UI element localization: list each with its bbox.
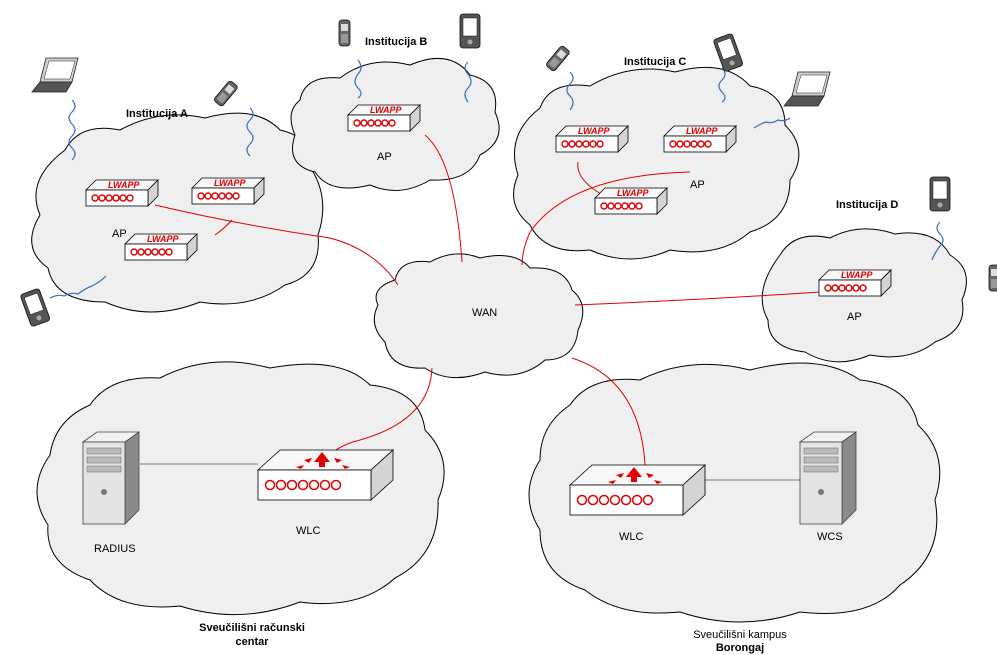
wireless-link [753, 117, 791, 129]
label-ap-d: AP [847, 311, 862, 323]
wireless-link [566, 71, 574, 111]
label-kampus-line2: Borongaj [716, 642, 764, 654]
label-ap-c: AP [690, 179, 705, 191]
label-institucija-c: Institucija C [624, 56, 686, 68]
wireless-link [931, 221, 944, 261]
cloud-wan [373, 253, 584, 379]
link-wan-srce [329, 367, 433, 456]
label-wlc-srce: WLC [296, 525, 321, 537]
svg-text:LWAPP: LWAPP [617, 188, 650, 198]
label-institucija-a: Institucija A [126, 108, 188, 120]
ap-device: LWAPP [191, 177, 265, 205]
label-ap-a: AP [112, 228, 127, 240]
label-srce-line1: Sveučilišni računski [199, 622, 305, 634]
wireless-link [246, 107, 254, 157]
phone-icon [544, 44, 571, 73]
svg-text:LWAPP: LWAPP [841, 270, 874, 280]
wlc-device [569, 464, 706, 516]
label-kampus-line1: Sveučilišni kampus [693, 629, 787, 641]
link-inst-a-internal [214, 219, 233, 236]
wireless-link [354, 59, 362, 99]
ap-device: LWAPP [594, 187, 668, 215]
ap-device: LWAPP [85, 179, 159, 207]
link-inst-c-wan [521, 171, 691, 266]
ap-device: LWAPP [663, 125, 737, 153]
phone-icon [212, 79, 239, 108]
svg-text:LWAPP: LWAPP [147, 234, 180, 244]
cloud-kampus [528, 362, 941, 623]
wireless-link [718, 67, 726, 103]
ap-device: LWAPP [818, 269, 892, 297]
ap-device: LWAPP [347, 104, 421, 132]
svg-text:LWAPP: LWAPP [108, 180, 141, 190]
link-inst-d-wan [574, 291, 821, 306]
link-inst-b-wan [424, 134, 463, 263]
pda-icon [459, 13, 481, 49]
svg-text:LWAPP: LWAPP [578, 126, 611, 136]
cloud-srce [36, 361, 445, 616]
wireless-link [464, 61, 472, 103]
phone-icon [988, 264, 997, 292]
svg-text:LWAPP: LWAPP [370, 105, 403, 115]
label-institucija-d: Institucija D [836, 199, 898, 211]
pda-icon [712, 32, 744, 73]
radius-server-icon [82, 431, 140, 525]
pda-icon [929, 176, 951, 212]
pda-icon [19, 287, 51, 328]
svg-text:LWAPP: LWAPP [214, 178, 247, 188]
ap-device: LWAPP [124, 233, 198, 261]
label-institucija-b: Institucija B [365, 36, 427, 48]
label-radius: RADIUS [94, 543, 136, 555]
laptop-icon [783, 71, 831, 107]
laptop-icon [31, 57, 79, 93]
label-ap-b: AP [377, 151, 392, 163]
wireless-link [49, 275, 107, 299]
svg-text:LWAPP: LWAPP [686, 126, 719, 136]
label-wan: WAN [472, 307, 497, 319]
ap-device: LWAPP [555, 125, 629, 153]
wcs-server-icon [799, 431, 857, 525]
link-wan-kampus [571, 357, 646, 466]
label-srce-line2: centar [235, 636, 269, 648]
phone-icon [338, 19, 351, 47]
cloud-institucija-a [31, 112, 324, 313]
label-wlc-kampus: WLC [619, 531, 644, 543]
wlc-device [257, 449, 394, 501]
label-wcs: WCS [817, 531, 843, 543]
cloud-institucija-c [513, 66, 800, 260]
link-inst-a-wan [154, 204, 399, 286]
wireless-link [68, 99, 76, 161]
